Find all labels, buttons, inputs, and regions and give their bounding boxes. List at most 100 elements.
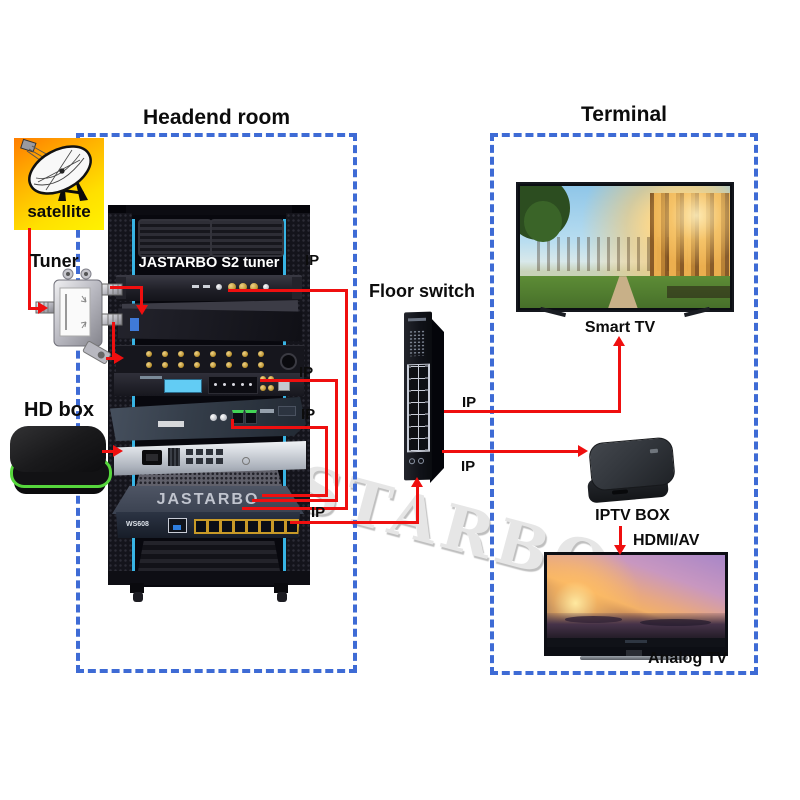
brand-marking (140, 376, 162, 379)
cable-gateway-to-floorswitch-h (290, 521, 419, 524)
ip-label-smart-tv: IP (462, 394, 477, 411)
ethernet-port (194, 519, 208, 534)
splitter-icon (35, 268, 123, 364)
switch-brand-label: JASTARBO (156, 491, 260, 508)
terminal-title: Terminal (581, 103, 667, 126)
button (418, 457, 424, 464)
tuner-label: Tuner (30, 251, 79, 271)
arrow-into-splitter (38, 302, 48, 314)
rack-accent-left (132, 219, 135, 585)
cable-encoder-ip-v2 (325, 426, 328, 497)
rack-caster (277, 592, 287, 602)
cable-splitter-out2-h (106, 357, 116, 360)
mux-unit (117, 300, 303, 344)
s2-tuner-label: JASTARBO S2 tuner (138, 255, 280, 271)
rack-foot (130, 583, 144, 593)
terminal-box (490, 133, 758, 675)
rack-base (108, 571, 310, 585)
rack-top-bar (108, 205, 310, 217)
ip-label-iptv: IP (461, 458, 476, 475)
rf-tuner-unit (116, 345, 304, 374)
cable-hdbox-to-rack (102, 450, 115, 453)
button (409, 458, 415, 465)
arrow-into-s2-tuner (136, 305, 148, 315)
tv-stand-base (580, 656, 688, 660)
cable-floorswitch-to-iptv (442, 450, 582, 453)
rack-fan-left (138, 219, 212, 257)
unit-blue-badge (130, 318, 139, 331)
tv-frame (516, 182, 734, 312)
tv-screen (547, 555, 725, 638)
arrow-into-floor-switch (411, 477, 423, 487)
cable-floorswitch-to-smarttv-h (444, 410, 621, 413)
ip-label-s2: IP (305, 252, 320, 269)
iec-power-inlet (142, 450, 162, 465)
analog-tv-label: Analog TV (648, 650, 728, 667)
cable-floorswitch-to-smarttv-v (618, 345, 621, 413)
hd-box-icon (6, 420, 112, 500)
tv-screen (520, 186, 730, 308)
hd-box-top (10, 426, 106, 472)
smart-tv-icon (516, 182, 736, 334)
satellite-label: satellite (27, 202, 91, 221)
cable-encoder-ip-v1 (231, 419, 234, 429)
rf-connector (263, 284, 269, 290)
cable-s2-ip-v (345, 289, 348, 510)
switch-front-face (404, 311, 432, 481)
cable-modulator-ip-v (335, 379, 338, 502)
tv-stand-neck (626, 650, 642, 656)
ethernet-port (272, 519, 286, 534)
rf-connector (239, 283, 247, 291)
rf-connector (216, 284, 222, 290)
cable-encoder-ip-h (231, 426, 328, 429)
ethernet-port (245, 410, 257, 424)
modulator-unit (114, 373, 304, 396)
cable-satellite-down (28, 228, 31, 310)
front-marking (408, 317, 426, 322)
headend-room-box (76, 133, 357, 673)
cable-modulator-ip-h (260, 379, 338, 382)
iptv-box-label: IPTV BOX (595, 507, 670, 524)
headend-room-title: Headend room (142, 106, 291, 129)
rack-fan-right (210, 219, 284, 257)
lcd-display (164, 379, 202, 393)
arrow-into-power-unit (113, 445, 123, 457)
tv-frame (544, 552, 728, 656)
headend-rack: JASTARBO S2 tuner (108, 205, 310, 605)
usb-console-port (168, 518, 187, 533)
ethernet-port (259, 519, 273, 534)
ethernet-port (232, 410, 244, 424)
cable-s2-ip-return (242, 507, 348, 510)
front-marking (158, 421, 184, 427)
encoder-unit (110, 397, 306, 441)
ethernet-port (233, 519, 247, 534)
s2-tuner-unit (116, 275, 302, 301)
logo-plate (278, 406, 296, 416)
ethernet-port (220, 519, 234, 534)
big-rf-port (280, 353, 297, 370)
smart-tv-label: Smart TV (584, 319, 656, 336)
led-grid (409, 329, 425, 357)
switch-side-face (430, 317, 444, 483)
analog-tv-icon (544, 552, 728, 668)
screw (242, 457, 250, 465)
cable-s2-ip-h (228, 289, 348, 292)
ip-label-gateway: IP (311, 504, 326, 521)
ethernet-port (207, 519, 221, 534)
cable-satellite-to-splitter (28, 307, 40, 310)
switch-front-face: WS608 (116, 512, 300, 538)
arrow-into-iptv-box (578, 445, 588, 457)
ip-label-encoder: IP (301, 406, 316, 423)
cable-splitter-out1-v (140, 286, 143, 306)
cable-splitter-out2-v (112, 322, 115, 360)
vent-grill (168, 448, 180, 466)
cable-splitter-out1-h (110, 286, 143, 289)
port-columns (407, 363, 430, 453)
tv-logo-strip (625, 640, 647, 643)
satellite-dish-graphic (20, 138, 92, 201)
iptv-box-icon (586, 436, 678, 508)
rack-ear (292, 277, 302, 299)
cable-iptv-to-analog (619, 526, 622, 546)
floor-switch-label: Floor switch (368, 281, 475, 301)
